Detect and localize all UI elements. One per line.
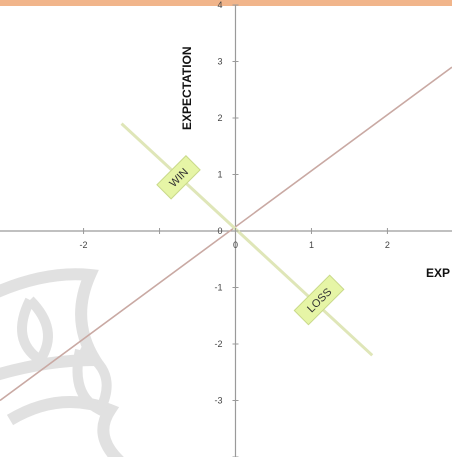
annotation-badge-win: WIN [156,155,201,200]
annotation-layer: WIN LOSS [156,155,345,326]
y-tick-label: 0 [217,226,222,236]
web-watermark [0,268,125,457]
x-tick-label: 2 [385,240,390,250]
x-tick-label: -2 [80,240,88,250]
y-tick-label: 3 [217,57,222,67]
frame-top-band [0,0,452,6]
x-tick-label: 0 [233,240,238,250]
annotation-badge-box [293,274,345,326]
series-line-2 [120,122,374,357]
axes [0,5,452,457]
y-axis-label: EXPECTATION [180,46,194,130]
annotation-badge-box [156,155,201,200]
y-tick-label: -3 [214,396,222,406]
annotation-badge-loss: LOSS [293,274,345,326]
series-layer [0,66,452,402]
y-tick-label: 4 [217,0,222,10]
x-axis-label: EXP [426,266,450,280]
x-tick-label: 1 [309,240,314,250]
ticks-layer: -2 0 1 2 -3 -2 -1 0 1 2 3 4 [80,0,390,457]
y-tick-label: 1 [217,170,222,180]
y-tick-label: 2 [217,113,222,123]
y-tick-label: -2 [214,339,222,349]
series-line-1 [0,66,452,402]
y-tick-label: -1 [214,283,222,293]
